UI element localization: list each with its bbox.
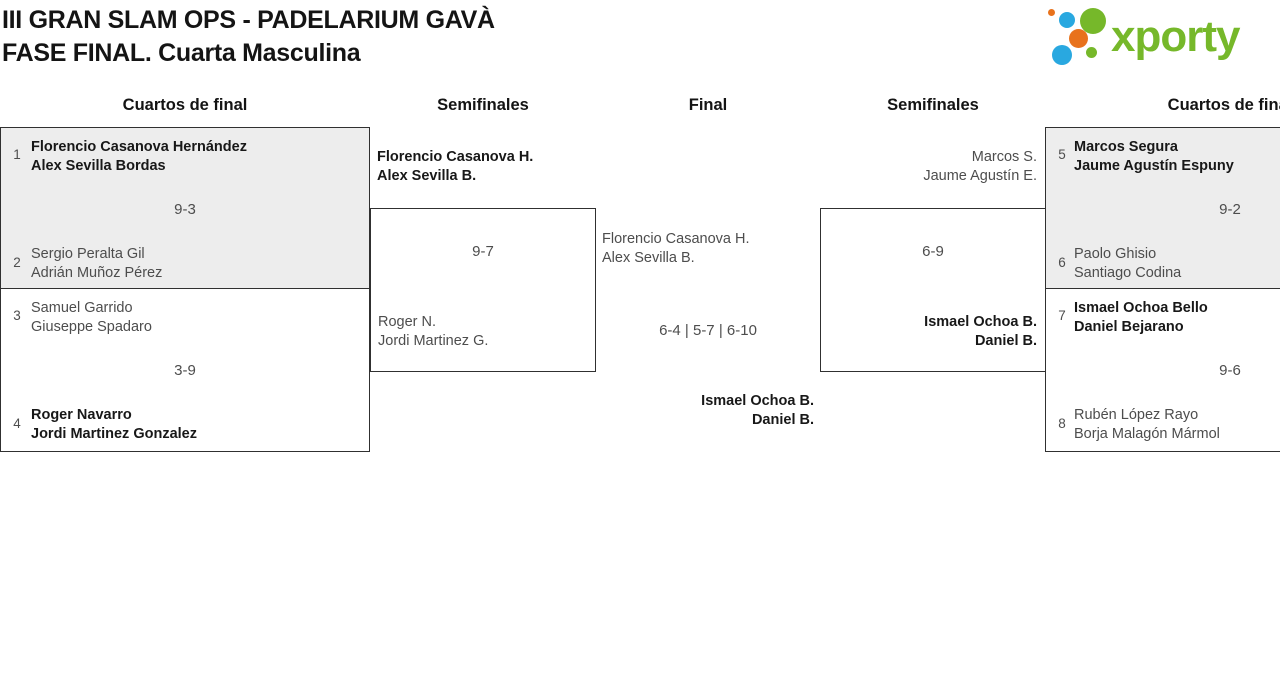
player-line: Alex Sevilla Bordas (31, 158, 166, 174)
match-score: 9-7 (472, 243, 494, 260)
player-line: Giuseppe Spadaro (31, 319, 152, 335)
logo-dot-green-small (1086, 47, 1097, 58)
seed-number: 8 (1058, 416, 1066, 431)
player-line: Jaume Agustín E. (923, 168, 1037, 184)
team-ochoa-bejarano[interactable]: Ismael Ochoa Bello Daniel Bejarano (1074, 299, 1208, 337)
player-line: Roger N. (378, 314, 437, 330)
team-ochoa-bejarano-sf[interactable]: Ismael Ochoa B. Daniel B. (924, 313, 1037, 351)
xporty-logo[interactable]: xporty (1045, 3, 1280, 67)
player-line: Jordi Martinez Gonzalez (31, 426, 197, 442)
player-line: Marcos Segura (1074, 139, 1178, 155)
tournament-name: III GRAN SLAM OPS - PADELARIUM GAVÀ (2, 6, 495, 34)
seed-number: 2 (13, 255, 21, 270)
player-line: Florencio Casanova H. (602, 231, 750, 247)
player-line: Sergio Peralta Gil (31, 246, 145, 262)
player-line: Adrián Muñoz Pérez (31, 265, 163, 281)
seed-number: 6 (1058, 255, 1066, 270)
page-title: III GRAN SLAM OPS - PADELARIUM GAVÀ FASE… (2, 4, 495, 70)
player-line: Ismael Ochoa Bello (1074, 300, 1208, 316)
team-casanova-sevilla-sf[interactable]: Florencio Casanova H. Alex Sevilla B. (377, 148, 533, 186)
team-ghisio-codina[interactable]: Paolo Ghisio Santiago Codina (1074, 245, 1181, 283)
match-right-qf2: 7 Ismael Ochoa Bello Daniel Bejarano 9-6… (1045, 288, 1280, 452)
match-left-qf2: 3 Samuel Garrido Giuseppe Spadaro 3-9 4 … (0, 288, 370, 452)
team-navarro-martinez[interactable]: Roger Navarro Jordi Martinez Gonzalez (31, 406, 197, 444)
round-header-right-quarterfinals: Cuartos de final (1167, 96, 1280, 114)
xporty-wordmark: xporty (1111, 12, 1240, 61)
seed-number: 1 (13, 147, 21, 162)
player-line: Roger Navarro (31, 407, 132, 423)
player-line: Ismael Ochoa B. (924, 314, 1037, 330)
player-line: Jaume Agustín Espuny (1074, 158, 1234, 174)
match-right-qf1: 5 Marcos Segura Jaume Agustín Espuny 9-2… (1045, 127, 1280, 289)
team-casanova-sevilla[interactable]: Florencio Casanova Hernández Alex Sevill… (31, 138, 247, 176)
match-score: 3-9 (174, 362, 196, 379)
player-line: Jordi Martinez G. (378, 333, 489, 349)
player-line: Florencio Casanova Hernández (31, 139, 247, 155)
match-score: 9-6 (1219, 362, 1241, 379)
round-header-right-semifinals: Semifinales (887, 96, 979, 114)
player-line: Samuel Garrido (31, 300, 133, 316)
player-line: Marcos S. (971, 149, 1037, 165)
logo-dot-green-large (1080, 8, 1106, 34)
team-garrido-spadaro[interactable]: Samuel Garrido Giuseppe Spadaro (31, 299, 152, 337)
player-line: Rubén López Rayo (1074, 407, 1199, 423)
team-navarro-martinez-sf[interactable]: Roger N. Jordi Martinez G. (378, 313, 488, 351)
player-line: Borja Malagón Mármol (1074, 426, 1220, 442)
player-line: Florencio Casanova H. (377, 149, 534, 165)
match-right-semifinal: 6-9 Ismael Ochoa B. Daniel B. (820, 208, 1046, 372)
logo-dot-blue-top (1059, 12, 1075, 28)
player-line: Paolo Ghisio (1074, 246, 1157, 262)
seed-number: 4 (13, 416, 21, 431)
seed-number: 7 (1058, 308, 1066, 323)
player-line: Daniel B. (974, 333, 1037, 349)
team-lopez-malagon[interactable]: Rubén López Rayo Borja Malagón Mármol (1074, 406, 1220, 444)
player-line: Alex Sevilla B. (602, 250, 695, 266)
seed-number: 5 (1058, 147, 1066, 162)
player-line: Santiago Codina (1074, 265, 1182, 281)
seed-number: 3 (13, 308, 21, 323)
player-line: Ismael Ochoa B. (701, 393, 814, 409)
player-line: Daniel B. (751, 412, 814, 428)
match-score: 6-9 (922, 243, 944, 260)
round-header-final: Final (688, 96, 728, 114)
team-segura-agustin-sf[interactable]: Marcos S. Jaume Agustín E. (820, 148, 1037, 186)
logo-dot-orange-tiny (1048, 9, 1055, 16)
match-left-semifinal: 9-7 Roger N. Jordi Martinez G. (370, 208, 596, 372)
match-score: 9-2 (1219, 201, 1241, 218)
player-line: Alex Sevilla B. (377, 168, 477, 184)
logo-dot-orange-mid (1069, 29, 1088, 48)
team-segura-agustin[interactable]: Marcos Segura Jaume Agustín Espuny (1074, 138, 1234, 176)
team-peralta-munoz[interactable]: Sergio Peralta Gil Adrián Muñoz Pérez (31, 245, 162, 283)
match-left-qf1: 1 Florencio Casanova Hernández Alex Sevi… (0, 127, 370, 289)
round-header-left-semifinals: Semifinales (437, 96, 529, 114)
logo-dot-blue-large (1052, 45, 1072, 65)
team-casanova-sevilla-final[interactable]: Florencio Casanova H. Alex Sevilla B. (602, 230, 750, 268)
match-score: 9-3 (174, 201, 196, 218)
team-ochoa-bejarano-final[interactable]: Ismael Ochoa B. Daniel B. (596, 392, 814, 430)
round-header-left-quarterfinals: Cuartos de final (122, 96, 248, 114)
phase-name: FASE FINAL. Cuarta Masculina (2, 39, 361, 67)
player-line: Daniel Bejarano (1074, 319, 1184, 335)
final-score: 6-4 | 5-7 | 6-10 (659, 322, 757, 339)
